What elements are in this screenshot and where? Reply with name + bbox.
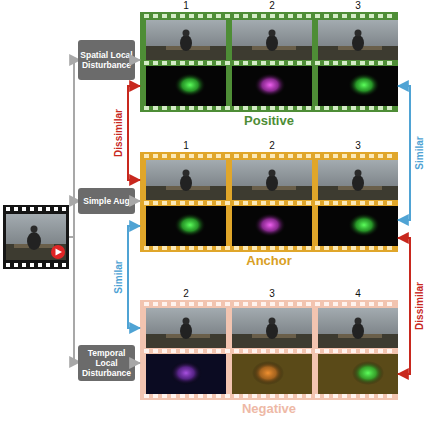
video-frame: [318, 308, 398, 348]
film-strip-group: Positive: [140, 12, 398, 130]
optical-flow-frame: [146, 354, 226, 394]
edge-label: Similar: [113, 260, 124, 293]
input-video-strip: [3, 205, 69, 269]
strip-label: Positive: [140, 112, 398, 129]
optical-flow-frame: [318, 206, 398, 246]
optical-flow-frame: [232, 66, 312, 106]
connector-arrow: [128, 226, 140, 328]
video-frame: [232, 160, 312, 200]
box-label: Spatial Local Disturbance: [80, 50, 133, 70]
strip-label: Negative: [140, 400, 398, 417]
film-strip-group: Negative: [140, 300, 398, 418]
video-frame: [318, 20, 398, 60]
frame-index: 4: [355, 288, 361, 299]
frame-index: 2: [269, 0, 275, 11]
film-strip: [140, 12, 398, 112]
video-frame: [146, 160, 226, 200]
optical-flow-frame: [318, 354, 398, 394]
optical-flow-frame: [232, 354, 312, 394]
connector-arrow: [135, 200, 140, 202]
strip-label: Anchor: [140, 252, 398, 269]
connector-arrow: [135, 362, 140, 364]
video-frame: [232, 308, 312, 348]
frame-index: 3: [355, 140, 361, 151]
process-box: Simple Aug: [78, 188, 135, 214]
film-strip-group: Anchor: [140, 152, 398, 270]
play-button: [51, 245, 65, 259]
film-strip: [140, 152, 398, 252]
box-label: Simple Aug: [83, 196, 129, 206]
frame-index: 3: [355, 0, 361, 11]
box-label: Temporal Local Disturbance: [80, 348, 133, 378]
optical-flow-frame: [146, 206, 226, 246]
optical-flow-frame: [232, 206, 312, 246]
video-frame: [146, 20, 226, 60]
edge-label: Similar: [414, 136, 425, 169]
video-frame: [232, 20, 312, 60]
frame-index: 3: [269, 288, 275, 299]
frame-index: 2: [269, 140, 275, 151]
video-frame: [146, 308, 226, 348]
frame-index: 1: [183, 140, 189, 151]
edge-label: Dissimilar: [113, 109, 124, 157]
optical-flow-frame: [146, 66, 226, 106]
optical-flow-frame: [318, 66, 398, 106]
connector-arrow: [398, 86, 410, 220]
connector-arrow: [398, 238, 410, 374]
video-frame: [318, 160, 398, 200]
edge-label: Dissimilar: [414, 282, 425, 330]
film-strip: [140, 300, 398, 400]
process-box: Spatial Local Disturbance: [78, 40, 135, 80]
frame-index: 1: [183, 0, 189, 11]
process-box: Temporal Local Disturbance: [78, 345, 135, 381]
connector-arrow: [128, 86, 140, 180]
connector-arrow: [135, 59, 140, 61]
frame-index: 2: [183, 288, 189, 299]
